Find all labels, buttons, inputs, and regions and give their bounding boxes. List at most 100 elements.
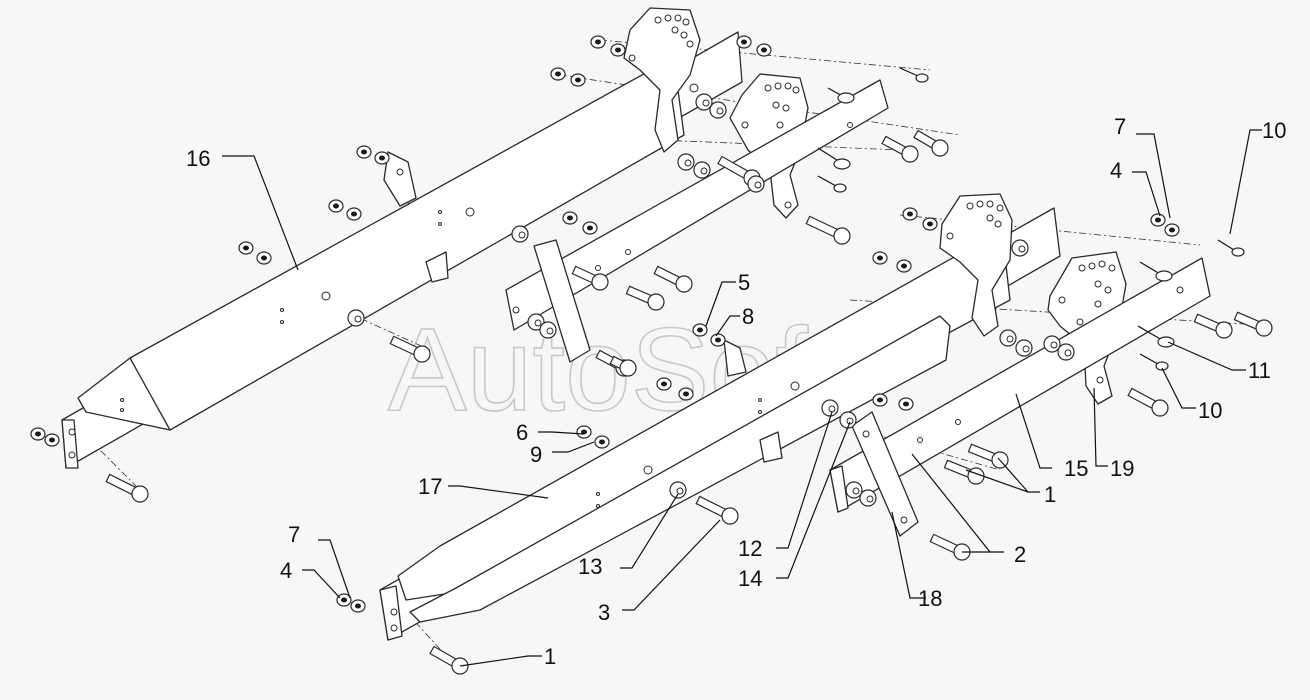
bolt-icon	[389, 335, 431, 363]
bolts	[105, 129, 1273, 675]
nut-icon	[692, 323, 708, 337]
callout-labels: 16 7 4 10 5 8 6 9 17 11 10 15 19 1 2 12 …	[186, 114, 1286, 669]
bolt-icon	[881, 135, 919, 163]
spacer-icon	[1015, 339, 1033, 357]
nut-icon	[1150, 213, 1166, 227]
bolt-icon	[967, 443, 1009, 469]
nut-icon	[678, 387, 694, 401]
pin-icon	[817, 147, 851, 170]
callout-13: 13	[578, 554, 602, 579]
spacer-icon	[859, 489, 877, 507]
nut-icon	[656, 377, 672, 391]
callout-3: 3	[598, 600, 610, 625]
mounting-plate-upper-1	[623, 7, 701, 153]
spacer-icon	[747, 175, 765, 193]
nut-icon	[902, 207, 918, 221]
nut-icon	[610, 43, 626, 57]
nut-icon	[328, 199, 344, 213]
bolt-icon	[1127, 387, 1169, 417]
nut-icon	[238, 241, 254, 255]
bolt-icon	[609, 355, 637, 377]
spacer-icon	[527, 313, 545, 331]
nut-icon	[710, 333, 726, 347]
callout-18: 18	[918, 586, 942, 611]
pin-icon	[1139, 261, 1173, 282]
callout-10-lower: 10	[1198, 398, 1222, 423]
nut-icon	[898, 397, 914, 411]
nuts-and-washers	[30, 35, 1180, 613]
callout-8: 8	[742, 304, 754, 329]
bar-15	[829, 257, 1211, 513]
nut-icon	[562, 211, 578, 225]
bolt-icon	[105, 473, 149, 503]
bolt-icon	[913, 129, 949, 157]
spacer-icon	[677, 153, 695, 171]
nut-icon	[590, 35, 606, 49]
callout-7-top: 7	[1114, 114, 1126, 139]
spacer-icon	[669, 481, 687, 499]
callout-1-bottom: 1	[544, 644, 556, 669]
spacer-icon	[845, 481, 863, 499]
pin-icon	[899, 67, 929, 83]
nut-icon	[872, 393, 888, 407]
nut-icon	[872, 251, 888, 265]
callout-4-bottom: 4	[280, 558, 292, 583]
middle-bar-upper	[505, 79, 889, 363]
nut-icon	[582, 221, 598, 235]
spacer-icon	[821, 399, 839, 417]
nut-icon	[30, 427, 46, 441]
nut-icon	[374, 151, 390, 165]
bolt-icon	[805, 215, 851, 245]
nut-icon	[356, 145, 372, 159]
pin-icon	[1217, 239, 1245, 257]
spacer-icon	[695, 93, 713, 111]
spacer-icon	[693, 161, 711, 179]
locking-pins	[817, 67, 1245, 371]
pin-icon	[817, 175, 847, 193]
nut-icon	[1164, 223, 1180, 237]
nut-icon	[736, 35, 752, 49]
strap-18	[851, 411, 919, 537]
nut-icon	[350, 599, 366, 613]
callout-14: 14	[738, 566, 762, 591]
callout-9: 9	[530, 442, 542, 467]
nut-icon	[922, 217, 938, 231]
callout-10-top: 10	[1262, 118, 1286, 143]
nut-icon	[44, 433, 60, 447]
pin-icon	[827, 87, 855, 104]
callout-17: 17	[418, 474, 442, 499]
callout-19: 19	[1110, 456, 1134, 481]
callout-4-top: 4	[1110, 158, 1122, 183]
spacer-icon	[511, 225, 529, 243]
bolt-icon	[625, 285, 665, 311]
bolt-icon	[653, 265, 693, 293]
nut-icon	[896, 259, 912, 273]
bolt-icon	[1193, 313, 1233, 339]
callout-leaders	[222, 129, 1262, 667]
nut-icon	[336, 593, 352, 607]
bolt-icon	[1233, 311, 1273, 337]
callout-7-bottom: 7	[288, 522, 300, 547]
callout-12: 12	[738, 536, 762, 561]
spacer-icon	[999, 329, 1017, 347]
callout-5: 5	[738, 270, 750, 295]
pin-icon	[1139, 353, 1169, 371]
callout-2: 2	[1014, 542, 1026, 567]
nut-icon	[570, 73, 586, 87]
nut-icon	[594, 435, 610, 449]
bolt-icon	[429, 645, 469, 675]
callout-11: 11	[1248, 358, 1271, 383]
callout-1-right: 1	[1044, 482, 1056, 507]
callout-16: 16	[186, 146, 210, 171]
nut-icon	[756, 43, 772, 57]
pin-icon	[1137, 325, 1175, 348]
spacer-icon	[347, 309, 365, 327]
nut-icon	[550, 67, 566, 81]
nut-icon	[256, 251, 272, 265]
spacer-icon	[1057, 343, 1075, 361]
spacer-icon	[709, 101, 727, 119]
spacer-icon	[1011, 239, 1029, 257]
bolt-icon	[571, 265, 609, 291]
